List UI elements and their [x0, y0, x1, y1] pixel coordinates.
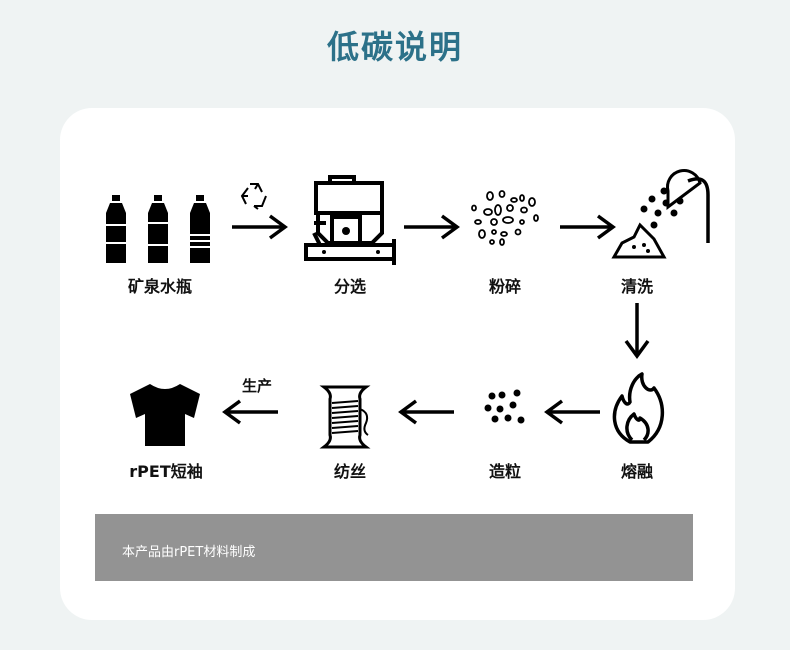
step-label-bottles: 矿泉水瓶	[127, 277, 193, 296]
pellets-icon	[484, 389, 525, 424]
arrow-right-icon	[560, 214, 616, 240]
step-label-sorting: 分选	[333, 277, 367, 296]
step-label-melting: 熔融	[620, 462, 654, 481]
arrow-right-icon	[404, 214, 460, 240]
step-label-spinning: 纺丝	[333, 462, 367, 481]
arrow-left-icon	[222, 399, 278, 425]
arrow-left-icon	[398, 399, 454, 425]
step-label-shredding: 粉碎	[488, 277, 522, 296]
step-label-tshirt: rPET短袖	[129, 462, 203, 481]
production-label: 生产	[241, 377, 273, 395]
arrow-down-icon	[624, 303, 650, 359]
banner-text: 本产品由rPET材料制成	[122, 545, 256, 560]
step-label-washing: 清洗	[620, 277, 654, 296]
info-banner: 本产品由rPET材料制成	[95, 514, 693, 581]
tshirt-icon	[130, 384, 200, 446]
arrow-right-icon	[232, 214, 288, 240]
bottles-icon	[106, 195, 212, 263]
page-title: 低碳说明	[326, 28, 463, 66]
shredded-flakes-icon	[471, 190, 539, 246]
sorting-machine-icon	[304, 175, 396, 265]
shower-wash-icon	[611, 169, 710, 259]
flame-icon	[612, 372, 665, 444]
thread-spool-icon	[319, 385, 371, 449]
recycle-icon	[240, 183, 267, 210]
step-label-pelletizing: 造粒	[488, 462, 522, 481]
arrow-left-icon	[544, 399, 600, 425]
